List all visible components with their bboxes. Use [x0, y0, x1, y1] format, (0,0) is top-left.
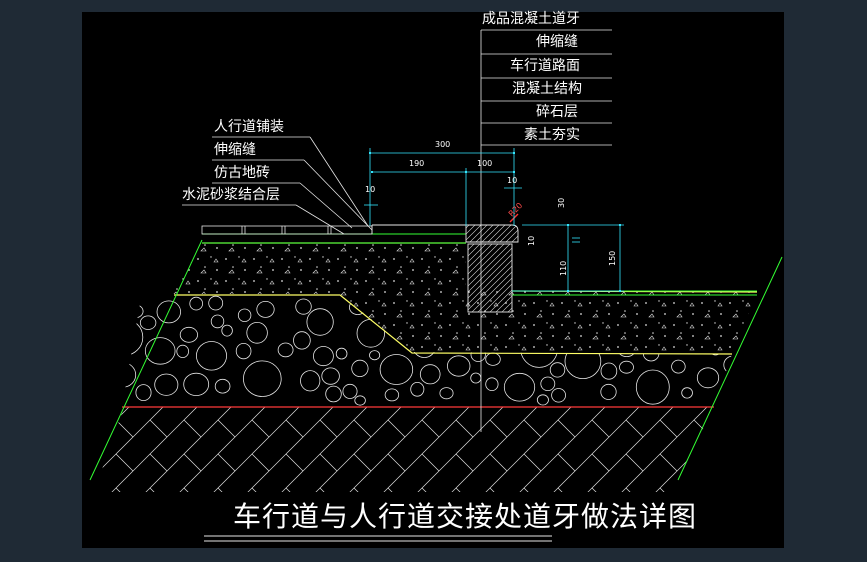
gravel-stone	[503, 372, 536, 402]
gravel-stone	[306, 308, 334, 336]
gravel-stone	[342, 383, 358, 399]
callout-gravel: 碎石层	[536, 104, 578, 120]
detail-drawing	[89, 29, 783, 542]
gravel-stone	[600, 362, 618, 380]
gravel-stone	[122, 318, 144, 356]
callout-antique-tile: 仿古地砖	[214, 165, 270, 181]
callout-finished-curb: 成品混凝土道牙	[482, 11, 580, 27]
gravel-stone	[635, 369, 670, 405]
dimension-ticks	[369, 152, 621, 292]
dim-width-b: 100	[477, 159, 493, 168]
gravel-stone	[619, 360, 634, 374]
gravel-stone	[549, 362, 566, 378]
gravel-stone	[243, 360, 282, 397]
compacted-soil-hatch	[94, 407, 714, 492]
gravel-stone	[256, 300, 275, 318]
gravel-stone	[300, 370, 321, 392]
gravel-stone	[237, 308, 252, 323]
gravel-stone	[447, 355, 471, 377]
dim-height-10: 10	[527, 235, 536, 246]
gravel-stone	[156, 300, 182, 324]
gravel-stone	[127, 304, 144, 319]
gravel-stone	[551, 388, 567, 403]
dim-height-30: 30	[557, 197, 566, 208]
dimension-lines	[364, 148, 624, 292]
gravel-stone	[485, 377, 499, 392]
gravel-stone	[135, 384, 152, 402]
callout-mortar-bed: 水泥砂浆结合层	[182, 187, 280, 203]
gravel-stone	[354, 395, 366, 406]
dim-overall-width: 300	[435, 140, 451, 149]
gravel-stone	[681, 387, 693, 399]
sidewalk-paving	[201, 225, 373, 235]
gravel-stone	[183, 372, 210, 396]
gravel-stone	[295, 298, 312, 315]
gravel-stone	[179, 326, 199, 343]
gravel-stone	[139, 315, 157, 330]
concrete-curb-base	[467, 243, 513, 313]
gravel-stone	[189, 296, 203, 311]
gravel-stone	[351, 359, 369, 377]
gravel-stone	[277, 342, 294, 358]
gravel-stone	[325, 385, 342, 403]
dim-height-110: 110	[559, 260, 568, 276]
gravel-stone	[540, 376, 556, 392]
gravel-stone	[208, 295, 224, 311]
gravel-stone	[246, 321, 268, 344]
gravel-stone	[321, 367, 340, 385]
callout-leaders-left	[182, 136, 373, 235]
gravel-stone	[723, 355, 732, 375]
callout-expansion-joint-right: 伸缩缝	[536, 34, 578, 50]
dim-width-a: 190	[409, 159, 425, 168]
gravel-stone	[312, 346, 334, 367]
gravel-stone	[221, 324, 233, 337]
gravel-stone	[384, 388, 400, 402]
gravel-stone	[154, 373, 179, 396]
gravel-stone	[485, 352, 501, 366]
gravel-stone	[144, 337, 176, 365]
callout-expansion-joint-left: 伸缩缝	[214, 142, 256, 158]
concrete-layer	[172, 242, 757, 354]
callout-roadway-surface: 车行道路面	[510, 58, 580, 74]
section-boundary	[89, 233, 783, 481]
dim-gap-left: 10	[365, 185, 376, 194]
gravel-stone	[369, 350, 381, 361]
callout-leaders-right	[480, 29, 612, 432]
callout-compacted-soil: 素土夯实	[524, 127, 580, 143]
dim-height-150: 150	[608, 250, 617, 266]
callout-concrete-structure: 混凝土结构	[512, 81, 582, 97]
drawing-canvas[interactable]: 成品混凝土道牙 伸缩缝 车行道路面 混凝土结构 碎石层 素土夯实 人行道铺装 伸…	[82, 12, 784, 548]
gravel-stone	[196, 341, 228, 371]
gravel-stone	[410, 381, 425, 397]
gravel-stone	[335, 347, 348, 360]
gravel-stone	[176, 344, 189, 358]
gravel-stone	[536, 394, 549, 406]
gravel-stone	[106, 297, 121, 312]
concrete-curb-top	[372, 224, 519, 243]
gravel-stone	[419, 364, 441, 385]
gravel-stone	[235, 342, 252, 360]
gravel-stone	[293, 331, 311, 350]
gravel-stone	[600, 383, 617, 400]
gravel-stone	[671, 359, 686, 374]
gravel-stone	[122, 362, 137, 388]
gravel-stone	[214, 378, 231, 394]
drawing-title: 车行道与人行道交接处道牙做法详图	[233, 500, 698, 533]
gravel-stone	[379, 354, 414, 385]
gravel-stone	[696, 367, 720, 389]
callout-sidewalk-paving: 人行道铺装	[214, 119, 284, 135]
paving-joints	[241, 226, 332, 234]
gravel-stone	[439, 387, 454, 400]
gravel-stone	[210, 314, 225, 329]
dim-gap-right: 10	[507, 176, 518, 185]
gravel-stone	[470, 372, 482, 384]
